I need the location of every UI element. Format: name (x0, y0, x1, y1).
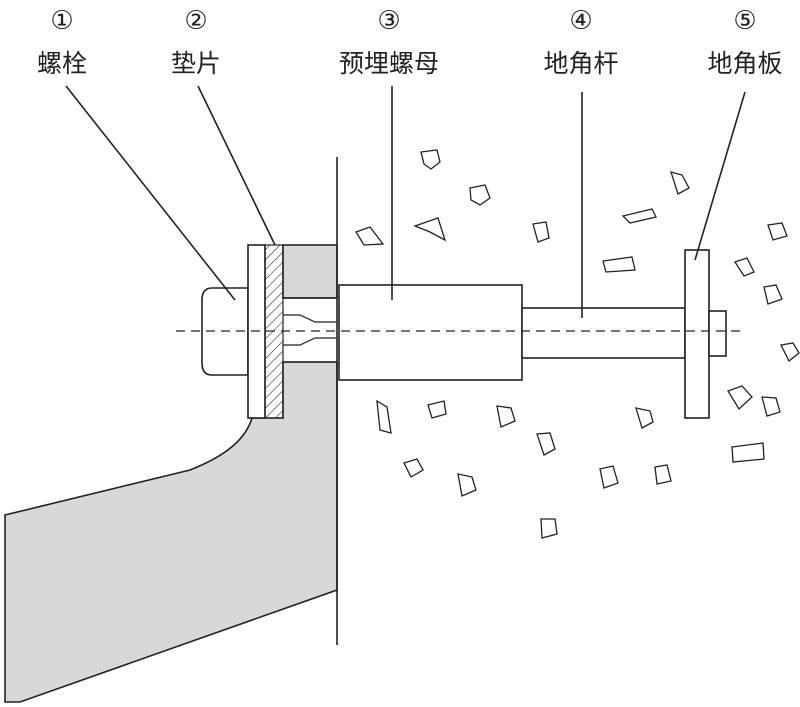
leader-line-5 (694, 91, 746, 261)
callout-label-embedded-nut: 预埋螺母 (339, 49, 439, 78)
callout-number-1: ① (50, 6, 73, 36)
callout-label-anchor-plate: 地角板 (707, 49, 782, 78)
leader-line-1 (65, 85, 236, 301)
callout-label-anchor-rod: 地角杆 (543, 49, 618, 78)
leader-line-2 (197, 85, 276, 246)
callout-number-5: ⑤ (733, 6, 756, 36)
callout-label-bolt: 螺栓 (37, 49, 87, 78)
callout-label-washer: 垫片 (171, 49, 221, 78)
callout-number-4: ④ (569, 6, 592, 36)
embedded-nut (338, 284, 523, 381)
base-upper-block (282, 244, 338, 299)
rod-end-nut (708, 310, 727, 357)
bolt-thread-line-top (283, 314, 337, 323)
mounted-base-part (4, 361, 338, 703)
anchor-rod (521, 307, 686, 359)
concrete-aggregate (355, 149, 800, 539)
callout-number-2: ② (184, 6, 207, 36)
anchor-plate (684, 249, 710, 419)
bolt-thread-line-bottom (283, 337, 337, 346)
callout-number-3: ③ (377, 6, 400, 36)
